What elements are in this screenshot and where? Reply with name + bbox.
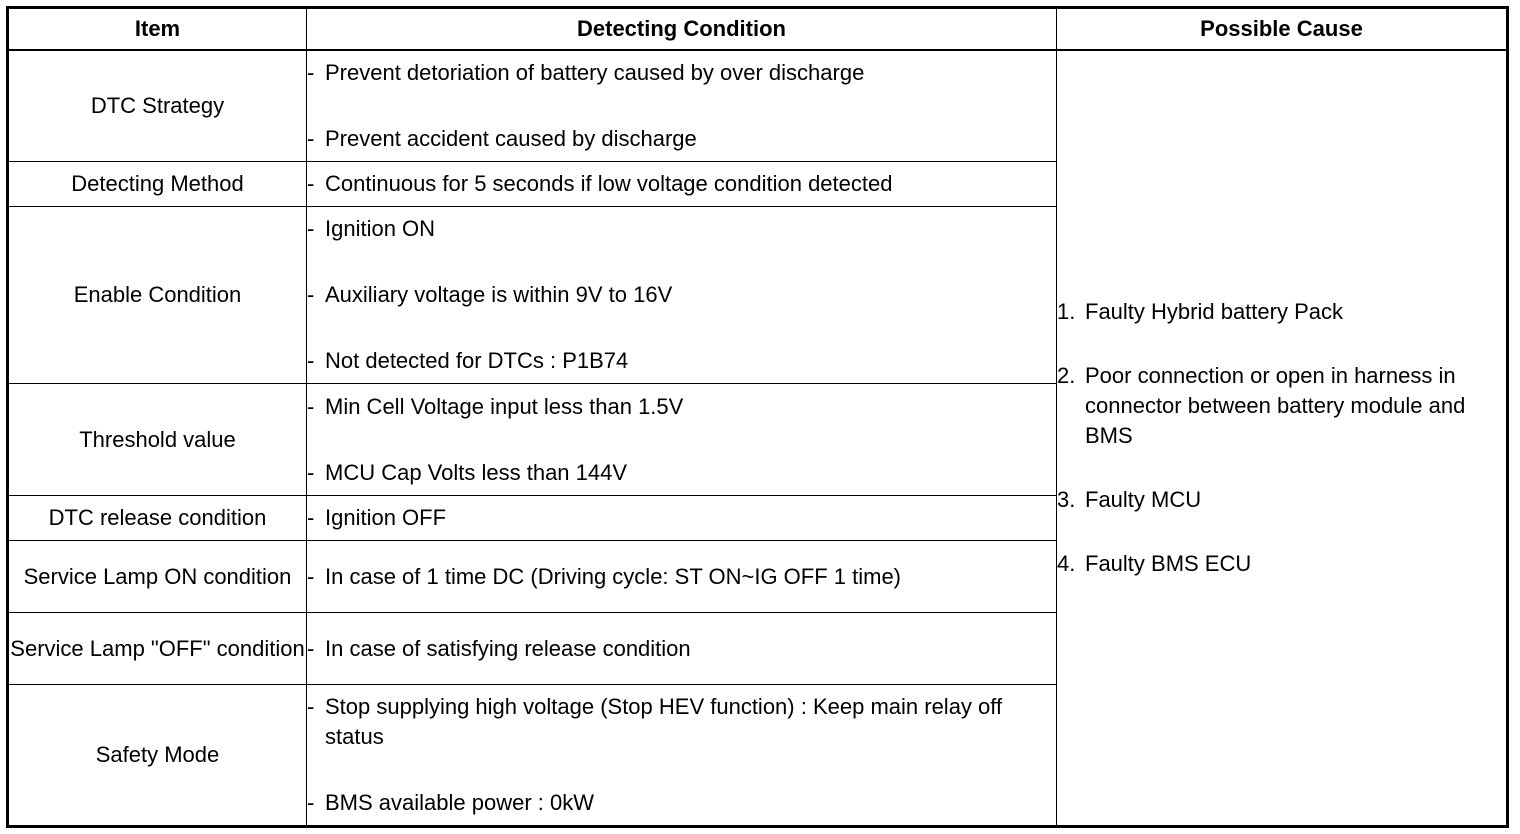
cause-item: 4. Faulty BMS ECU: [1057, 549, 1506, 579]
condition-text: Prevent accident caused by discharge: [325, 126, 697, 151]
dash: -: [307, 171, 315, 196]
condition-line: - In case of satisfying release conditio…: [307, 634, 1056, 664]
row-item-enable-condition: Enable Condition: [7, 206, 307, 384]
condition-text: In case of 1 time DC (Driving cycle: ST …: [325, 563, 902, 589]
condition-text: Prevent detoriation of battery caused by…: [325, 60, 865, 85]
header-detecting-condition: Detecting Condition: [306, 7, 1057, 51]
cause-text: Poor connection or open in harness in co…: [1085, 363, 1466, 448]
cause-text: Faulty MCU: [1085, 487, 1202, 512]
condition-text: Not detected for DTCs : P1B74: [325, 348, 629, 373]
condition-line: - Auxiliary voltage is within 9V to 16V: [307, 280, 1056, 310]
possible-cause-cell: 1. Faulty Hybrid battery Pack 2. Poor co…: [1056, 49, 1508, 827]
cause-item: 3. Faulty MCU: [1057, 485, 1506, 515]
cause-text: Faulty Hybrid battery Pack: [1085, 299, 1343, 324]
dash: -: [307, 635, 315, 661]
cause-number: 2.: [1057, 363, 1076, 388]
table-row: Threshold value - Min Cell Voltage input…: [7, 383, 1508, 496]
table-row: Service Lamp ON condition - In case of 1…: [7, 540, 1508, 613]
table-row: Enable Condition - Ignition ON - Auxilia…: [7, 206, 1508, 384]
dash: -: [307, 282, 315, 307]
dtc-table: Item Detecting Condition Possible Cause …: [6, 6, 1509, 828]
cause-number: 1.: [1057, 299, 1076, 324]
dash: -: [307, 694, 315, 719]
row-item-service-lamp-off: Service Lamp "OFF" condition: [7, 612, 307, 685]
condition-line: - In case of 1 time DC (Driving cycle: S…: [307, 562, 1056, 592]
row-conditions: - Continuous for 5 seconds if low voltag…: [306, 161, 1057, 207]
header-item: Item: [7, 7, 307, 51]
header-possible-cause: Possible Cause: [1056, 7, 1508, 51]
table-row: DTC release condition - Ignition OFF: [7, 495, 1508, 541]
row-conditions: - Ignition OFF: [306, 495, 1057, 541]
condition-text: Min Cell Voltage input less than 1.5V: [325, 393, 684, 419]
cause-item: 2. Poor connection or open in harness in…: [1057, 361, 1506, 451]
condition-text: MCU Cap Volts less than 144V: [325, 459, 628, 485]
dash: -: [307, 563, 315, 589]
condition-line: - Not detected for DTCs : P1B74: [307, 346, 1056, 376]
condition-text: Stop supplying high voltage (Stop HEV fu…: [325, 694, 1003, 749]
dash: -: [307, 505, 315, 530]
table-row: DTC Strategy - Prevent detoriation of ba…: [7, 49, 1508, 827]
dash: -: [307, 459, 315, 485]
row-item-dtc-strategy: DTC Strategy: [7, 49, 307, 162]
row-item-service-lamp-on: Service Lamp ON condition: [7, 540, 307, 613]
dash: -: [307, 216, 315, 241]
table-row: Service Lamp "OFF" condition - In case o…: [7, 612, 1508, 685]
condition-line: - Continuous for 5 seconds if low voltag…: [307, 169, 1056, 199]
condition-line: - MCU Cap Volts less than 144V: [307, 458, 1056, 488]
row-item-safety-mode: Safety Mode: [7, 684, 307, 827]
row-conditions: - In case of 1 time DC (Driving cycle: S…: [306, 540, 1057, 613]
table-row: Detecting Method - Continuous for 5 seco…: [7, 161, 1508, 207]
dash: -: [307, 393, 315, 419]
condition-text: In case of satisfying release condition: [325, 635, 691, 661]
row-item-dtc-release-condition: DTC release condition: [7, 495, 307, 541]
row-conditions: - Min Cell Voltage input less than 1.5V …: [306, 383, 1057, 496]
condition-text: BMS available power : 0kW: [325, 790, 594, 815]
row-conditions: - Ignition ON - Auxiliary voltage is wit…: [306, 206, 1057, 384]
condition-text: Continuous for 5 seconds if low voltage …: [325, 171, 893, 196]
cause-text: Faulty BMS ECU: [1085, 551, 1252, 576]
condition-line: - Prevent detoriation of battery caused …: [307, 58, 1056, 88]
row-conditions: - Stop supplying high voltage (Stop HEV …: [306, 684, 1057, 827]
row-item-threshold-value: Threshold value: [7, 383, 307, 496]
dash: -: [307, 60, 315, 85]
cause-item: 1. Faulty Hybrid battery Pack: [1057, 297, 1506, 327]
dash: -: [307, 348, 315, 373]
row-conditions: - Prevent detoriation of battery caused …: [306, 49, 1057, 162]
table-row: Safety Mode - Stop supplying high voltag…: [7, 684, 1508, 827]
condition-line: - Ignition OFF: [307, 503, 1056, 533]
condition-text: Ignition OFF: [325, 505, 447, 530]
row-conditions: - In case of satisfying release conditio…: [306, 612, 1057, 685]
condition-line: - Stop supplying high voltage (Stop HEV …: [307, 692, 1056, 752]
condition-text: Ignition ON: [325, 216, 436, 241]
header-row: Item Detecting Condition Possible Cause: [7, 7, 1508, 51]
dash: -: [307, 126, 315, 151]
condition-line: - BMS available power : 0kW: [307, 788, 1056, 818]
condition-text: Auxiliary voltage is within 9V to 16V: [325, 282, 673, 307]
condition-line: - Ignition ON: [307, 214, 1056, 244]
dash: -: [307, 790, 315, 815]
condition-line: - Min Cell Voltage input less than 1.5V: [307, 392, 1056, 422]
cause-number: 3.: [1057, 487, 1076, 512]
cause-number: 4.: [1057, 551, 1076, 576]
condition-line: - Prevent accident caused by discharge: [307, 124, 1056, 154]
row-item-detecting-method: Detecting Method: [7, 161, 307, 207]
